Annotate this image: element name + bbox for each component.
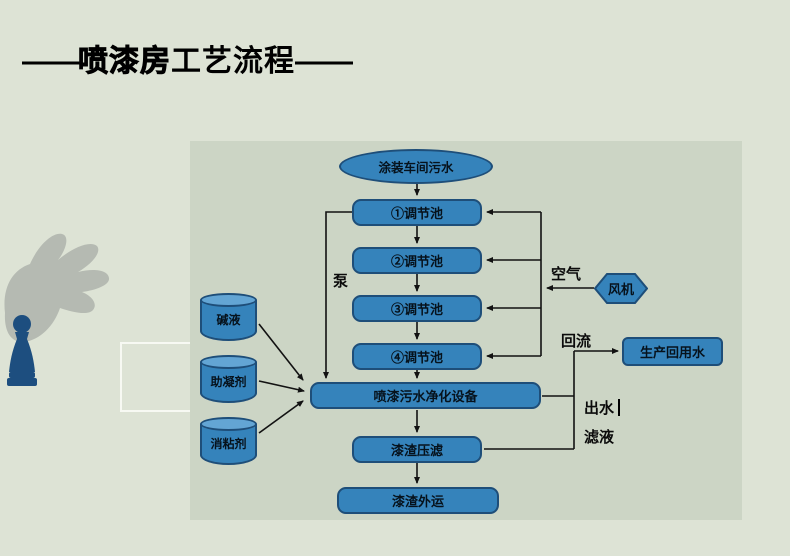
white-outline-box (120, 342, 197, 412)
node-press[interactable]: 漆渣压滤 (352, 436, 482, 463)
title-dash-left: —— (22, 45, 80, 78)
label-air[interactable]: 空气 (551, 266, 582, 283)
hexagon-shape (594, 273, 648, 304)
node-coagulant-label: 助凝剂 (210, 375, 247, 389)
page-title: ——喷漆房工艺流程—— (22, 44, 353, 80)
label-filtrate[interactable]: 滤液 (584, 429, 615, 446)
title-dash-right: —— (295, 45, 353, 78)
cylinder-top (200, 355, 257, 369)
node-detackifier-cylinder[interactable]: 消粘剂 (200, 417, 257, 465)
node-source[interactable]: 涂装车间污水 (339, 149, 493, 184)
cylinder-top (200, 417, 257, 431)
node-detackifier-label: 消粘剂 (210, 437, 247, 451)
title-rest: 工艺流程 (171, 45, 295, 78)
diagram-panel (190, 141, 742, 520)
node-tank-2[interactable]: ②调节池 (352, 247, 482, 274)
node-tank-4-label: ④调节池 (390, 350, 443, 365)
text-cursor (618, 399, 620, 416)
label-pump[interactable]: 泵 (333, 273, 349, 290)
node-fan-label: 风机 (607, 282, 634, 297)
chess-piece-graphic (7, 315, 37, 386)
node-equipment[interactable]: 喷漆污水净化设备 (310, 382, 541, 409)
node-transport-label: 漆渣外运 (391, 494, 444, 509)
title-emphasis: 喷漆房 (78, 45, 171, 79)
node-tank-3[interactable]: ③调节池 (352, 295, 482, 322)
node-tank-3-label: ③调节池 (390, 302, 443, 317)
node-coagulant-cylinder[interactable]: 助凝剂 (200, 355, 257, 403)
node-fan[interactable]: 风机 (594, 273, 648, 304)
node-reuse-water-label: 生产回用水 (639, 345, 705, 360)
node-transport[interactable]: 漆渣外运 (337, 487, 499, 514)
node-press-label: 漆渣压滤 (390, 443, 443, 458)
node-tank-2-label: ②调节池 (390, 254, 443, 269)
node-alkali-cylinder[interactable]: 碱液 (200, 293, 257, 341)
node-reuse-water[interactable]: 生产回用水 (622, 337, 723, 366)
label-reflux[interactable]: 回流 (561, 333, 592, 350)
cylinder-top (200, 293, 257, 307)
node-tank-1-label: ①调节池 (390, 206, 443, 221)
node-tank-1[interactable]: ①调节池 (352, 199, 482, 226)
node-source-label: 涂装车间污水 (378, 161, 454, 175)
node-tank-4[interactable]: ④调节池 (352, 343, 482, 370)
node-equipment-label: 喷漆污水净化设备 (373, 389, 478, 404)
node-alkali-label: 碱液 (216, 313, 241, 327)
hand-graphic (4, 233, 110, 343)
label-outlet[interactable]: 出水 (584, 400, 615, 417)
